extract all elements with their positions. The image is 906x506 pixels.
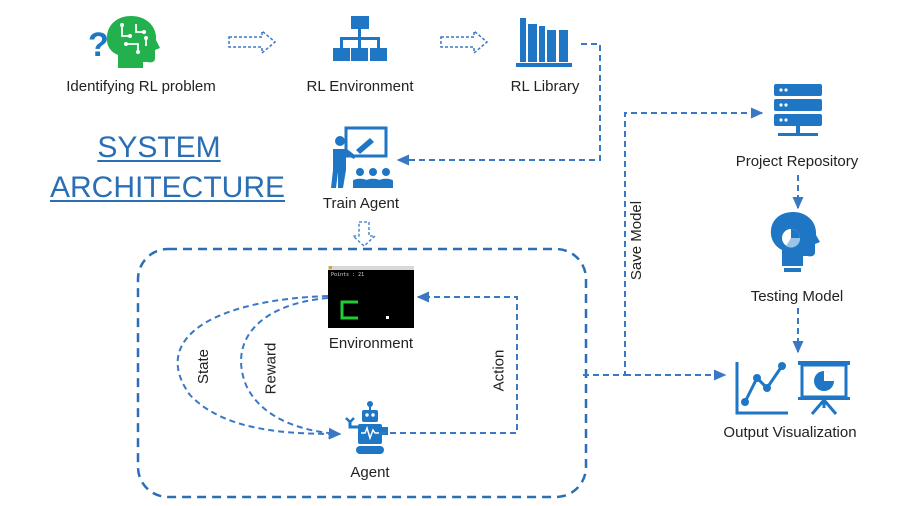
books-icon: [516, 18, 572, 67]
hierarchy-icon: [333, 16, 387, 61]
head-chart-icon: [770, 212, 820, 272]
hollow-arrow-2: [440, 29, 489, 55]
title-line-2: ARCHITECTURE: [50, 171, 286, 204]
agent-label: Agent: [350, 464, 390, 481]
server-icon: [774, 84, 822, 136]
rl-environment-label: RL Environment: [306, 78, 414, 95]
action-arrow: [380, 291, 518, 434]
hollow-arrow-down: [351, 221, 377, 247]
rl-library-label: RL Library: [510, 78, 580, 95]
game-points-text: Points : 21: [331, 272, 365, 278]
environment-label: Environment: [328, 335, 414, 352]
library-to-train-arrow: [396, 43, 601, 166]
hollow-arrow-1: [228, 29, 277, 55]
chart-presentation-icon: [735, 361, 850, 415]
save-model-label: Save Model: [628, 200, 646, 281]
pipeline-arrows: [396, 43, 804, 381]
title-line-1: SYSTEM: [97, 131, 221, 164]
page-title: SYSTEM ARCHITECTURE: [50, 128, 286, 208]
save-model-arrow: [583, 107, 764, 376]
rl-loop-container: [136, 247, 588, 499]
state-arrow: [176, 295, 342, 440]
output-visualization-label: Output Visualization: [723, 424, 857, 441]
reward-arrow: [240, 297, 342, 439]
identify-label: Identifying RL problem: [66, 78, 216, 95]
reward-label: Reward: [262, 342, 280, 395]
state-label: State: [195, 348, 213, 385]
game-screen-icon: [328, 266, 414, 328]
loop-arrows: [176, 291, 518, 440]
project-repository-label: Project Repository: [735, 153, 859, 170]
action-label: Action: [490, 349, 508, 392]
svg-text:?: ?: [88, 26, 109, 64]
teacher-presentation-icon: [331, 126, 393, 188]
testing-model-label: Testing Model: [750, 288, 844, 305]
robot-icon: [345, 401, 388, 454]
question-brain-icon: ?: [88, 16, 160, 68]
train-agent-label: Train Agent: [322, 195, 400, 212]
